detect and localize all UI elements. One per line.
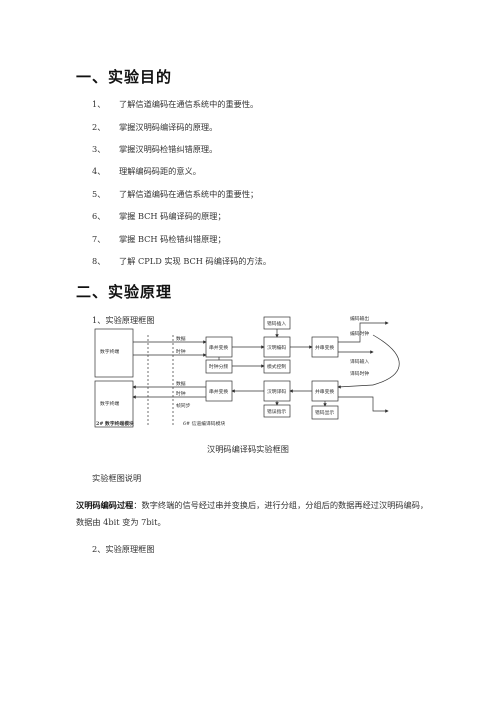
label-sp1: 串并变换 — [209, 344, 228, 351]
sig-coded-out: 编码输出 — [350, 315, 369, 322]
label-mc: 模式控制 — [267, 363, 286, 370]
label-module-left: 2# 数字终端模块 — [96, 420, 134, 427]
digital-terminal-bottom — [94, 380, 134, 428]
label-edisp: 错码显示 — [315, 409, 334, 416]
label-terminal-bottom: 数字终端 — [100, 400, 119, 407]
label-terminal-top: 数字终端 — [100, 348, 119, 355]
label-module-right: 6# 信道编译码模块 — [183, 420, 225, 427]
sig-coded-clk: 编码时钟 — [350, 330, 369, 337]
sig-decode-clk: 译码时钟 — [350, 370, 369, 377]
objective-item: 2、掌握汉明码编译码的原理。 — [92, 122, 218, 132]
sig-frame: 帧同步 — [176, 402, 191, 409]
section-title-purpose: 一、实验目的 — [76, 68, 173, 86]
figure-caption: 汉明码编译码实验框图 — [207, 444, 289, 454]
section-title-principle: 二、实验原理 — [76, 283, 173, 301]
label-eind: 错误指示 — [267, 408, 286, 415]
sig-data-in: 数据 — [176, 335, 186, 342]
label-ps1: 并串变换 — [315, 344, 334, 351]
label-hd: 汉明译码 — [267, 388, 286, 395]
figure-description-title: 实验框图说明 — [92, 473, 142, 483]
objective-item: 7、掌握 BCH 码检错纠错原理； — [92, 234, 226, 244]
objective-item: 8、了解 CPLD 实现 BCH 码编译码的方法。 — [92, 256, 272, 266]
hamming-block-diagram: 数字终端 数字终端 串并变换 汉明编码 并串变换 错码插入 时钟分频 模式控制 … — [94, 315, 400, 428]
objective-item: 5、了解信道编码在通信系统中的重要性； — [92, 189, 259, 199]
sig-clk-out: 时钟 — [176, 390, 186, 397]
paragraph-text: ：数字终端的信号经过串并变换后，进行分组，分组后的数据再经过汉明码编码，数据由 … — [76, 500, 429, 527]
objective-item: 3、掌握汉明码检错纠错原理。 — [92, 144, 218, 154]
objective-item: 1、了解信道编码在通信系统中的重要性。 — [92, 99, 259, 109]
subsection-block-diagram: 1、实验原理框图 — [92, 315, 155, 325]
sig-data-out: 数据 — [176, 380, 186, 387]
sig-clock-in: 时钟 — [176, 348, 186, 355]
sig-decode-in: 译码输入 — [350, 358, 369, 365]
objective-item: 4、理解编码码距的意义。 — [92, 166, 201, 176]
label-ps2: 并串变换 — [315, 388, 334, 395]
paragraph-lead: 汉明码编码过程 — [76, 500, 134, 510]
label-ei: 错码插入 — [267, 320, 286, 327]
label-he: 汉明编码 — [267, 344, 286, 351]
label-sp2: 串并变换 — [209, 388, 228, 395]
digital-terminal-top — [94, 328, 134, 378]
objective-item: 6、掌握 BCH 码编译码的原理； — [92, 211, 226, 221]
encoding-process-paragraph: 汉明码编码过程：数字终端的信号经过串并变换后，进行分组，分组后的数据再经过汉明码… — [76, 497, 436, 531]
subsection-principle-diagram: 2、实验原理框图 — [92, 544, 155, 554]
label-cd: 时钟分频 — [209, 363, 228, 370]
